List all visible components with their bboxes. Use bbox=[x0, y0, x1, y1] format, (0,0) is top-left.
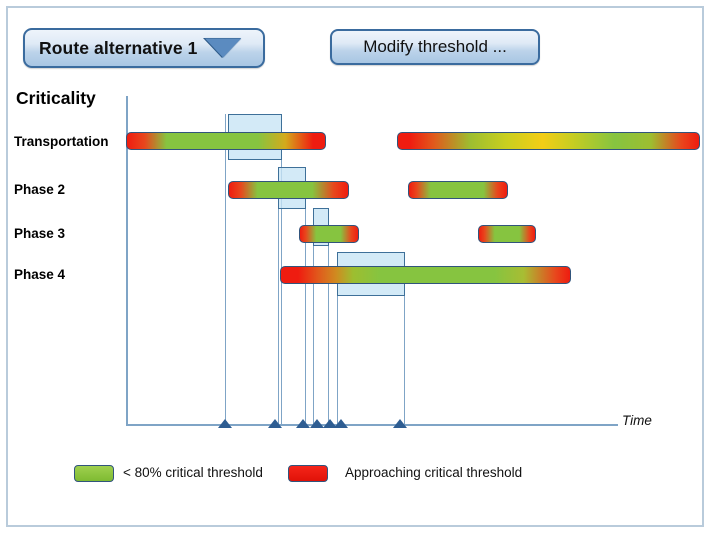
time-marker[interactable] bbox=[218, 419, 232, 428]
guide-line bbox=[404, 252, 405, 425]
gantt-bar-phase3-2[interactable] bbox=[478, 225, 536, 243]
legend-swatch-green bbox=[74, 465, 114, 482]
row-label-phase-3: Phase 3 bbox=[14, 226, 66, 241]
guide-line bbox=[337, 252, 338, 425]
chevron-down-icon bbox=[205, 38, 241, 58]
x-axis-label: Time bbox=[622, 413, 652, 428]
modify-threshold-label: Modify threshold ... bbox=[363, 37, 507, 56]
time-marker[interactable] bbox=[334, 419, 348, 428]
gantt-bar-transportation-1[interactable] bbox=[126, 132, 326, 150]
page-title: Criticality bbox=[16, 88, 96, 108]
modify-threshold-button[interactable]: Modify threshold ... bbox=[330, 29, 540, 65]
guide-line bbox=[313, 208, 314, 425]
row-label-phase-4: Phase 4 bbox=[14, 267, 66, 282]
gantt-bar-transportation-2[interactable] bbox=[397, 132, 700, 150]
gantt-bar-phase3-1[interactable] bbox=[299, 225, 359, 243]
gantt-bar-phase2-1[interactable] bbox=[228, 181, 349, 199]
guide-line bbox=[225, 114, 226, 425]
legend-swatch-red bbox=[288, 465, 328, 482]
guide-line bbox=[278, 167, 279, 425]
x-axis-line bbox=[126, 424, 618, 426]
route-alternative-label: Route alternative 1 bbox=[39, 37, 198, 58]
y-axis-line bbox=[126, 96, 128, 425]
guide-line bbox=[328, 208, 329, 425]
route-alternative-dropdown-button[interactable]: Route alternative 1 bbox=[23, 28, 265, 68]
row-label-phase-2: Phase 2 bbox=[14, 182, 66, 197]
time-marker[interactable] bbox=[310, 419, 324, 428]
legend-label-green: < 80% critical threshold bbox=[123, 465, 263, 480]
time-marker[interactable] bbox=[268, 419, 282, 428]
time-marker[interactable] bbox=[323, 419, 337, 428]
row-label-transportation: Transportation bbox=[14, 134, 109, 149]
gantt-bar-phase2-2[interactable] bbox=[408, 181, 508, 199]
time-marker[interactable] bbox=[393, 419, 407, 428]
legend-label-red: Approaching critical threshold bbox=[345, 465, 523, 480]
time-marker[interactable] bbox=[296, 419, 310, 428]
gantt-bar-phase4-1[interactable] bbox=[280, 266, 571, 284]
guide-line bbox=[305, 167, 306, 425]
